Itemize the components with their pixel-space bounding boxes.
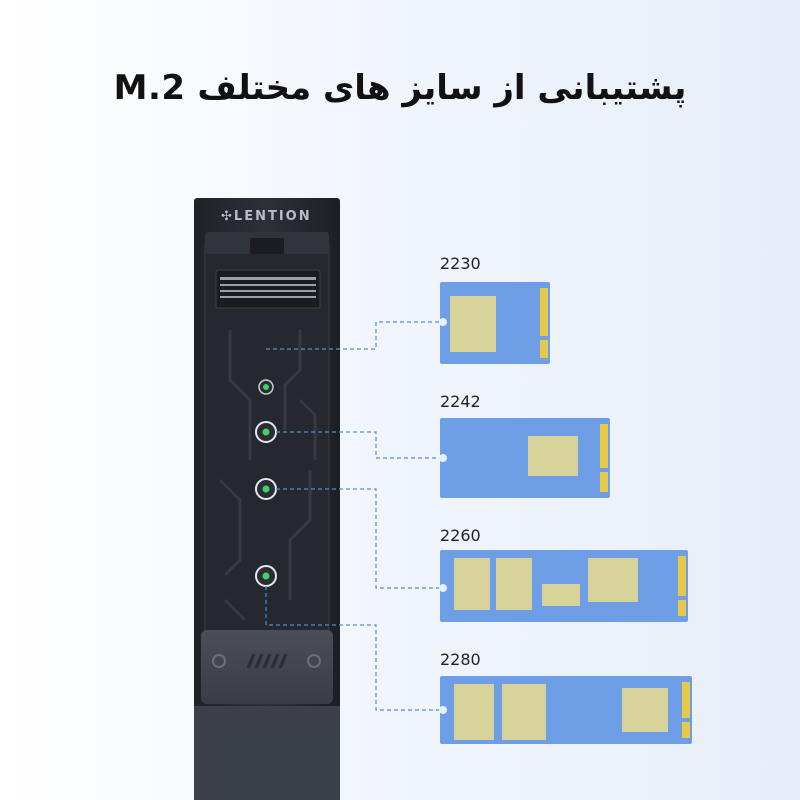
ssd-2230 [439, 282, 550, 364]
size-label-2260: 2260 [440, 526, 481, 545]
size-label-2230: 2230 [440, 254, 481, 273]
screw-post-2242 [255, 421, 277, 443]
ssd-enclosure [194, 198, 340, 800]
leader-lines [265, 321, 440, 711]
screw-post-2230 [258, 379, 274, 395]
size-label-2280: 2280 [440, 650, 481, 669]
screw-post-2260 [255, 478, 277, 500]
ssd-2280 [439, 676, 692, 744]
size-label-2242: 2242 [440, 392, 481, 411]
brand-logo: ✣LENTION [221, 209, 312, 224]
ssd-2260 [439, 550, 688, 622]
page-title: پشتیبانی از سایز های مختلف M.2 [113, 68, 687, 108]
ssd-2242 [439, 418, 610, 498]
screw-post-2280 [255, 565, 277, 587]
brand-name: LENTION [233, 209, 312, 224]
